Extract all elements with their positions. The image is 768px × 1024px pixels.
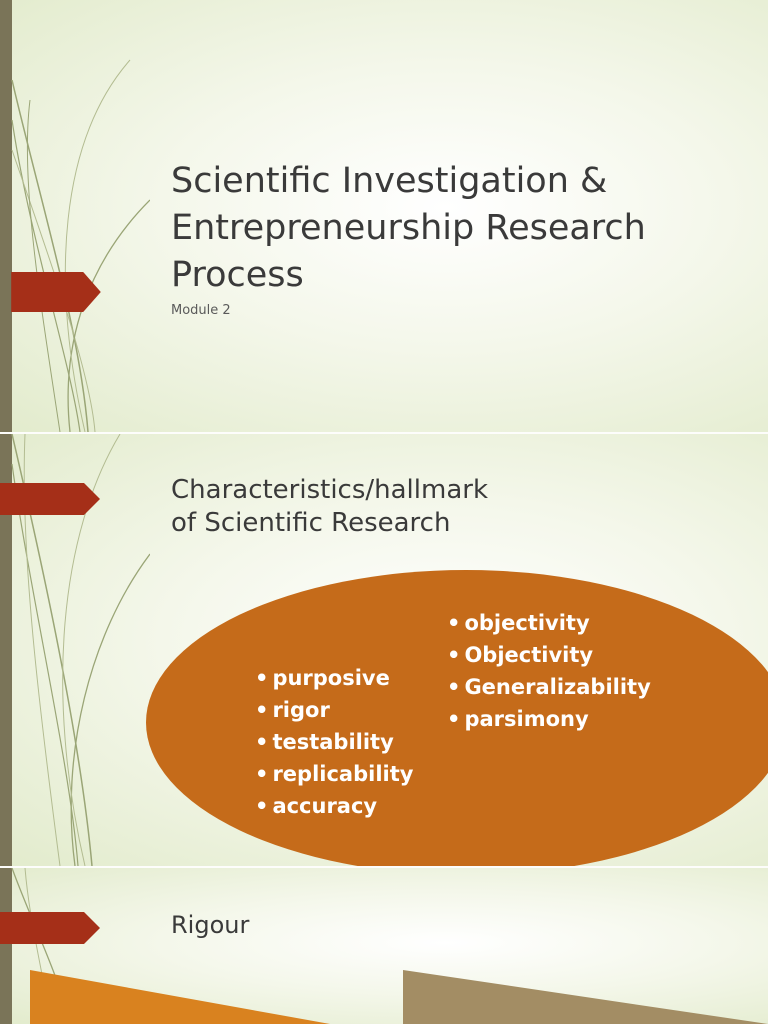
list-item: replicability [255,758,413,790]
list-item: purposive [255,662,413,694]
slide-left-bar [0,434,12,866]
arrow-marker [11,272,101,312]
slide-separator [0,866,768,868]
section-title: Characteristics/hallmark of Scientific R… [171,474,488,540]
section-title: Rigour [171,911,250,939]
slide-rigour: Rigour [0,868,768,1024]
slide-left-bar [0,868,12,1024]
list-item: accuracy [255,790,413,822]
title-line-3: Process [171,255,304,295]
title-line-2: of Scientific Research [171,508,451,538]
list-item: rigor [255,694,413,726]
characteristics-list-right: objectivity Objectivity Generalizability… [447,607,651,735]
decorative-swoosh [11,59,150,432]
list-item: Generalizability [447,671,650,703]
tan-shape [403,970,768,1024]
list-item: parsimony [447,703,651,735]
slide-title: Scientific Investigation & Entrepreneurs… [0,0,768,432]
arrow-marker [0,912,100,944]
title-line-1: Characteristics/hallmark [171,475,489,505]
title-line-1: Scientific Investigation & [171,161,608,201]
subtitle: Module 2 [171,303,231,318]
list-item: objectivity [447,607,651,639]
page-title: Scientific Investigation & Entrepreneurs… [171,158,741,299]
orange-shape [30,970,330,1024]
list-item: Objectivity [447,639,651,671]
slide-separator [0,432,768,434]
arrow-marker [0,483,100,515]
title-line-2: Entrepreneurship Research [171,208,646,248]
slide-characteristics: Characteristics/hallmark of Scientific R… [0,434,768,866]
characteristics-list-left: purposive rigor testability replicabilit… [255,662,413,822]
list-item: testability [255,726,413,758]
slide-left-bar [0,0,12,432]
